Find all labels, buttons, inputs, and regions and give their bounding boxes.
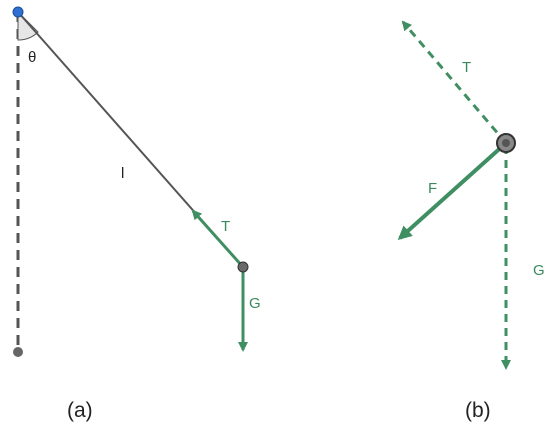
tension-arrow-b xyxy=(401,20,508,144)
pivot-point xyxy=(12,6,24,18)
rest-position-point xyxy=(13,347,23,357)
panel-a: θ l T G (a) xyxy=(12,6,261,422)
angle-label: θ xyxy=(28,49,36,66)
caption-b: (b) xyxy=(465,399,491,422)
tension-arrow-a xyxy=(191,209,245,268)
gravity-label-a: G xyxy=(249,295,261,312)
pendulum-bob-b-core xyxy=(502,139,510,147)
tension-label-b: T xyxy=(462,59,471,76)
caption-a: (a) xyxy=(67,399,93,422)
gravity-label-b: G xyxy=(533,262,545,279)
net-force-label: F xyxy=(428,180,437,197)
length-label: l xyxy=(121,165,124,182)
net-force-arrow xyxy=(397,141,508,241)
tension-label-a: T xyxy=(221,218,230,235)
panel-b: T F G (b) xyxy=(397,20,545,422)
pendulum-bob-a xyxy=(237,261,249,273)
